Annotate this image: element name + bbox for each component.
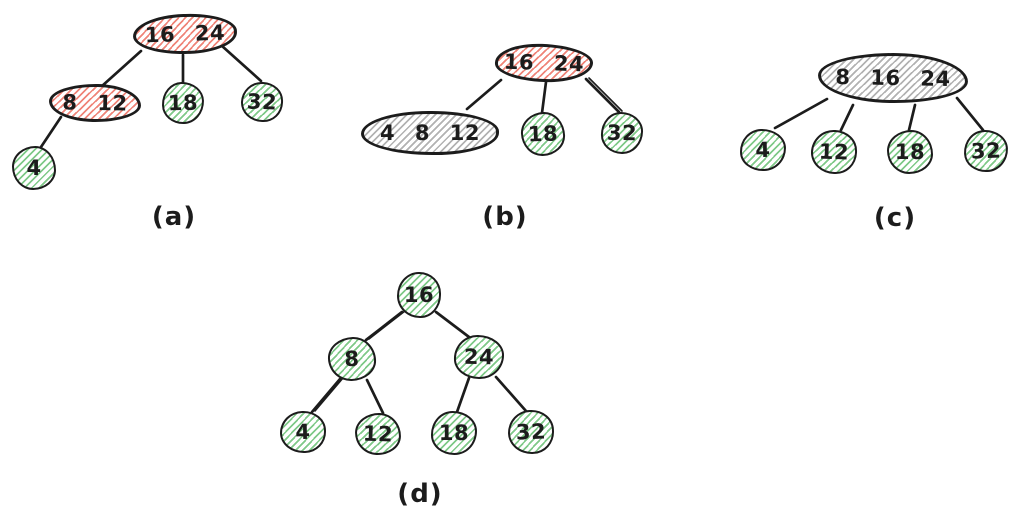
tree-d-edge-2 [310,377,342,414]
tree-d-edge-2-restroke [314,377,344,412]
node-label: 12 [818,138,850,165]
tree-a-edge-3 [39,115,63,149]
tree-a-node-8-12: 8 12 [48,83,142,123]
tree-c-node-12: 12 [810,129,858,175]
tree-b-node-18: 18 [520,111,566,157]
node-label: 18 [894,139,926,164]
node-label: 32 [246,88,278,115]
node-label: 8 16 24 [835,64,951,91]
tree-b-edge-2 [584,77,621,114]
tree-d-node-24: 24 [453,334,505,380]
node-label: 4 [295,419,311,444]
tree-a-caption: (a) [151,202,197,232]
tree-d-node-16: 16 [397,272,441,318]
node-label: 16 [403,282,435,307]
tree-c-edge-0 [773,97,829,130]
tree-c-edge-1 [839,103,855,132]
node-label: 24 [463,344,495,369]
tree-c-node-4: 4 [739,128,787,172]
tree-c-node-32: 32 [963,129,1009,173]
tree-c-caption: (c) [873,203,917,233]
tree-d-caption: (d) [397,479,443,509]
tree-a-node-16-24: 16 24 [132,12,238,56]
tree-d-edge-4 [455,376,471,414]
node-label: 18 [527,120,559,147]
tree-c-edge-2 [907,103,917,132]
tree-d-node-18: 18 [431,411,477,455]
tree-b-edge-1 [540,80,548,115]
node-label: 8 [344,346,360,371]
tree-d-node-8: 8 [327,336,377,382]
tree-d-node-12: 12 [354,412,402,456]
tree-d-edge-1 [434,310,471,339]
node-label: 16 24 [503,49,585,76]
tree-d-edge-0-restroke [368,310,406,340]
tree-b-node-16-24: 16 24 [494,42,594,84]
tree-b-node-4-8-12: 4 8 12 [361,111,499,155]
tree-a-edge-0 [100,49,143,88]
tree-d-edge-5 [494,375,528,413]
node-label: 4 8 12 [379,120,481,145]
tree-d-node-32: 32 [507,409,555,455]
node-label: 4 [26,155,42,180]
node-label: 4 [755,137,771,162]
tree-a-node-4: 4 [12,146,56,190]
tree-a-node-18: 18 [161,81,205,125]
node-label: 8 12 [62,89,128,116]
tree-d-edge-3 [365,378,385,415]
tree-c-node-18: 18 [887,130,933,174]
tree-d-edge-0 [364,310,404,342]
node-label: 18 [167,90,199,115]
node-label: 32 [515,418,547,445]
tree-b-edge-0 [465,78,503,111]
tree-c-node-8-16-24: 8 16 24 [817,51,969,105]
node-label: 32 [970,137,1002,164]
tree-a-node-32: 32 [240,81,284,123]
node-label: 12 [362,420,394,447]
node-label: 16 24 [144,20,226,47]
tree-b-caption: (b) [482,202,528,232]
node-label: 18 [438,420,470,445]
tree-d-node-4: 4 [279,410,327,454]
tree-a-edge-2 [220,44,263,83]
tree-b-node-32: 32 [600,111,644,155]
tree-b-edge-2-restroke [588,77,623,112]
node-label: 32 [606,120,638,145]
tree-c-edge-3 [955,96,985,132]
